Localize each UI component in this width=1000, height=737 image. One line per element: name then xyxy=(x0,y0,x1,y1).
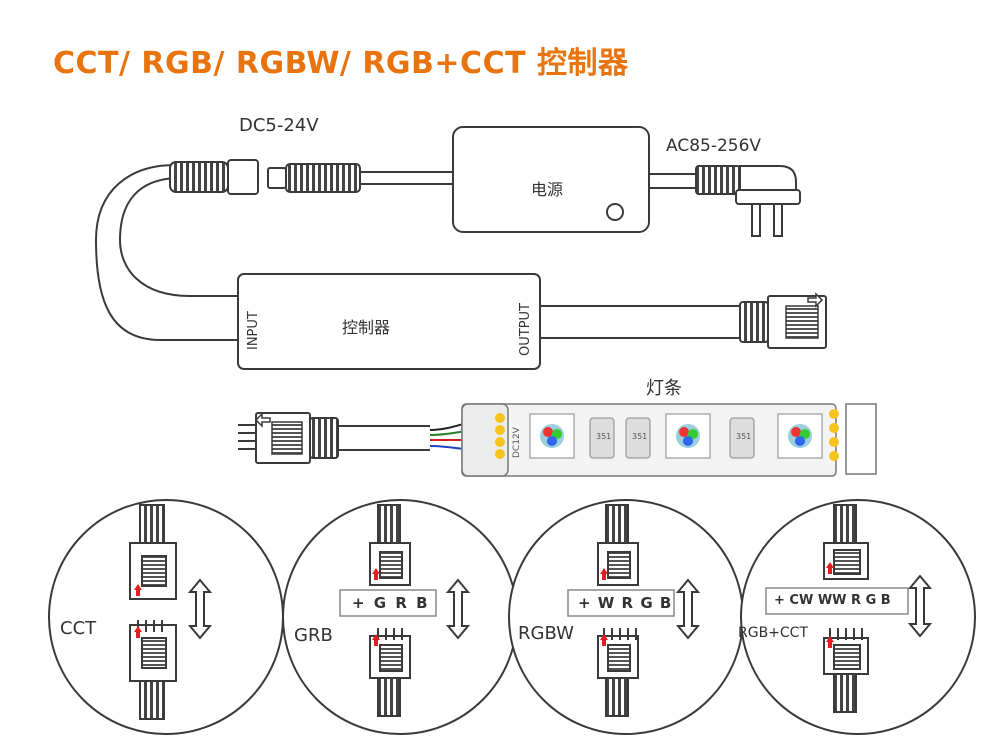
controller-box xyxy=(237,273,541,370)
grb-connectors xyxy=(369,504,471,717)
power-supply-box xyxy=(452,126,650,233)
dc-male-plug xyxy=(267,163,455,193)
mode-circles xyxy=(48,499,976,735)
light-strip-label: 灯条 xyxy=(646,378,682,399)
pinout-rgbcct: + CW WW R G B xyxy=(774,593,891,608)
led-strip xyxy=(461,403,877,477)
resistor-2 xyxy=(625,417,651,459)
power-indicator-led xyxy=(606,203,624,221)
chip-label-1: 351 xyxy=(596,432,612,441)
resistor-3 xyxy=(729,417,755,459)
ac-plug xyxy=(649,165,801,237)
pinout-boxes xyxy=(339,587,909,617)
strip-voltage-label: DC12V xyxy=(512,427,522,458)
dc-female-connector xyxy=(169,159,259,195)
dc-input-cable xyxy=(94,164,238,341)
chip-label-3: 351 xyxy=(736,432,752,441)
led-chip-1 xyxy=(529,413,575,459)
output-label: OUTPUT xyxy=(518,303,533,356)
mode-name-grb: GRB xyxy=(294,625,333,646)
mode-name-cct: CCT xyxy=(60,618,97,639)
led-chip-2 xyxy=(665,413,711,459)
power-supply-label: 电源 xyxy=(531,180,564,199)
pinout-rgbw: + W R G B xyxy=(578,594,673,612)
output-cable xyxy=(540,292,827,349)
led-chip-3 xyxy=(777,413,823,459)
input-label: INPUT xyxy=(246,311,261,350)
rgbcct-connectors xyxy=(823,504,933,713)
rgbw-connectors xyxy=(597,504,701,717)
strip-male-connector xyxy=(238,412,430,464)
mode-name-rgbw: RGBW xyxy=(518,623,574,644)
dc-voltage-label: DC5-24V xyxy=(239,115,319,136)
polarity-markers xyxy=(134,562,834,648)
page-title: CCT/ RGB/ RGBW/ RGB+CCT 控制器 xyxy=(53,46,629,81)
controller-label: 控制器 xyxy=(342,318,391,337)
resistor-1 xyxy=(589,417,615,459)
chip-label-2: 351 xyxy=(632,432,648,441)
pinout-grb: + G R B xyxy=(352,594,430,612)
mode-name-rgbcct: RGB+CCT xyxy=(738,625,809,641)
ac-voltage-label: AC85-256V xyxy=(666,136,762,156)
